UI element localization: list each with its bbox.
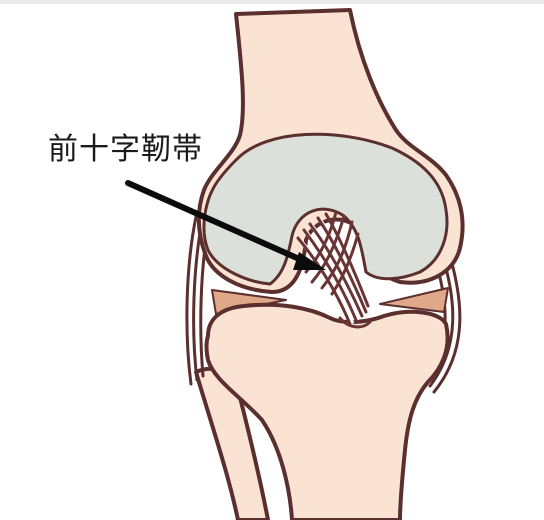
top-border-strip <box>0 0 544 4</box>
meniscus-right <box>380 288 448 312</box>
acl-label: 前十字靭帯 <box>48 130 203 170</box>
